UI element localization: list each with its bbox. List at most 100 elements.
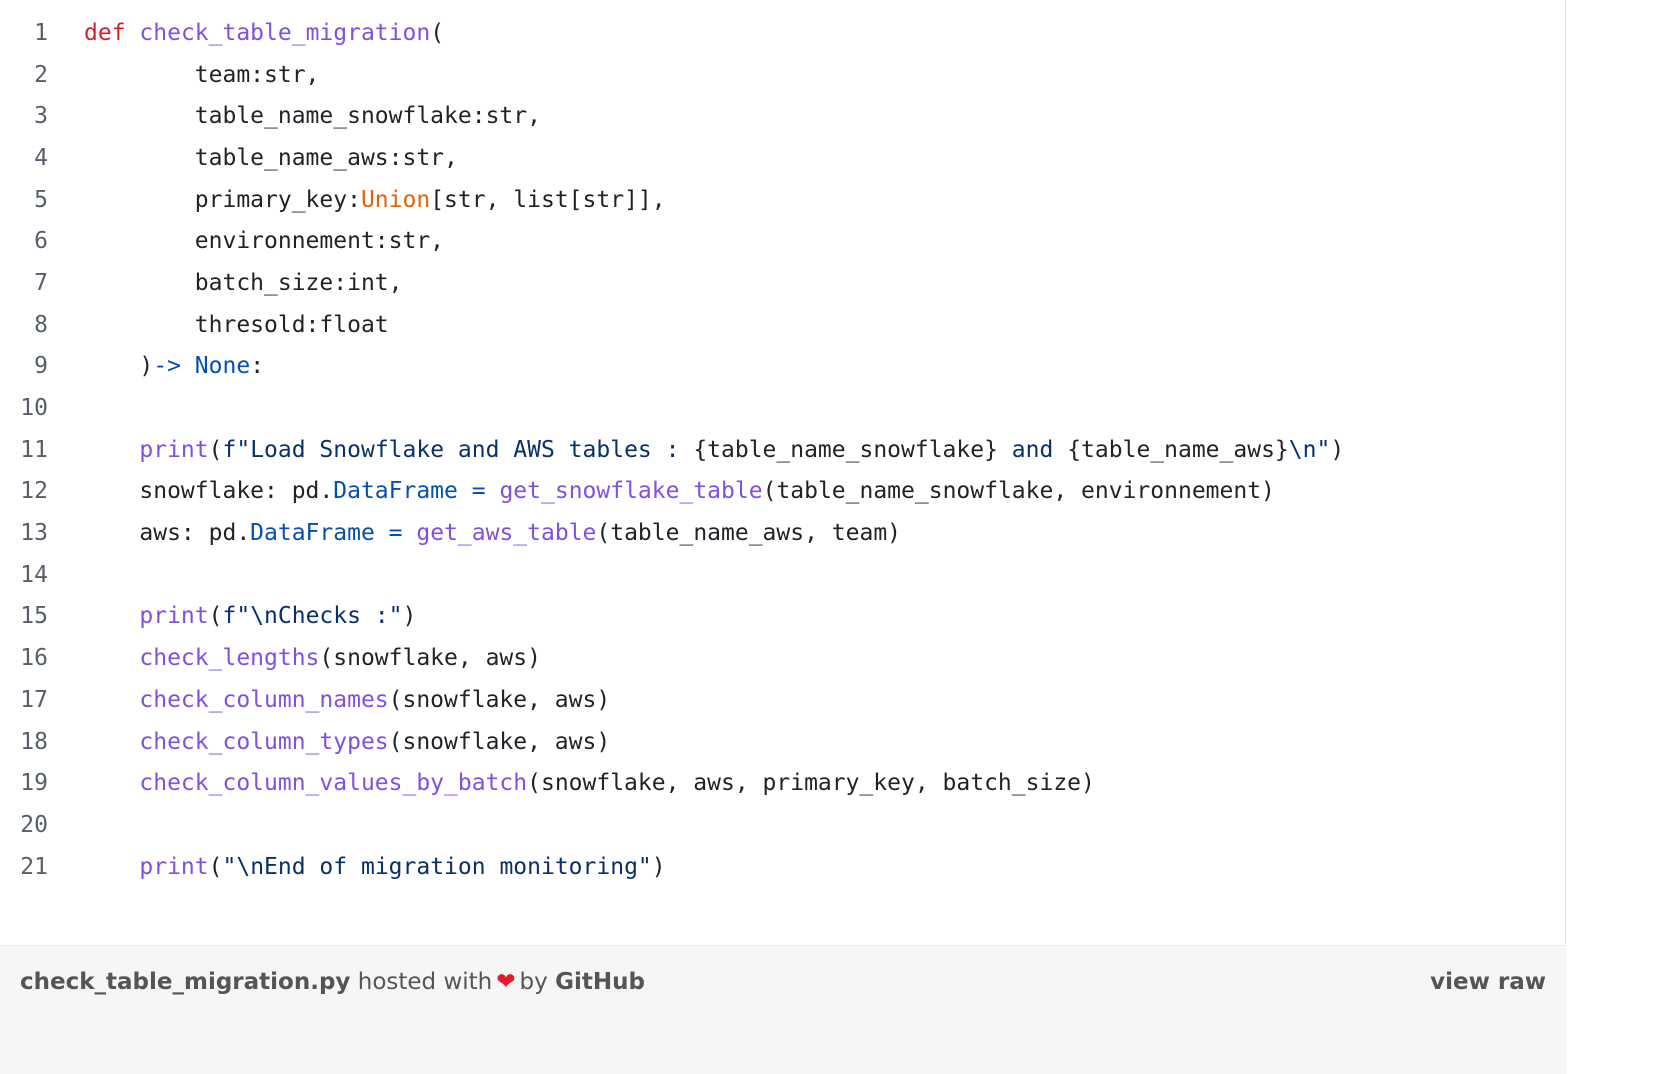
code-token: thresold:float — [84, 311, 389, 338]
line-number[interactable]: 8 — [34, 311, 48, 338]
code-line: 17 check_column_names(snowflake, aws) — [0, 679, 1566, 721]
line-number[interactable]: 5 — [34, 186, 48, 213]
code-token: print — [139, 436, 209, 463]
code-token: check_column_types — [139, 728, 389, 755]
code-text: environnement:str, — [84, 228, 444, 254]
code-token: \n" — [1288, 436, 1331, 463]
code-token: DataFrame — [333, 478, 458, 505]
code-token: : — [250, 353, 265, 380]
code-token: = — [388, 520, 403, 547]
line-number[interactable]: 6 — [34, 228, 48, 255]
code-text: team:str, — [84, 62, 320, 88]
heart-icon: ❤ — [496, 969, 516, 995]
code-token: (snowflake, aws, primary_key, batch_size… — [527, 770, 1095, 797]
code-line: 19 check_column_values_by_batch(snowflak… — [0, 762, 1566, 804]
code-token: (table_name_snowflake, environnement) — [762, 478, 1275, 505]
code-token: def — [84, 19, 126, 46]
code-token: [str, list[str]], — [430, 186, 666, 213]
code-line: 21 print("\nEnd of migration monitoring"… — [0, 846, 1566, 888]
code-token — [84, 687, 139, 713]
code-token: DataFrame — [250, 520, 375, 547]
line-number[interactable]: 11 — [20, 436, 48, 463]
code-line: 15 print(f"\nChecks :") — [0, 596, 1566, 638]
code-token: check_column_names — [139, 686, 389, 713]
code-token: (snowflake, aws) — [319, 645, 541, 672]
code-token: snowflake: pd. — [84, 478, 334, 505]
code-block: 1 def check_table_migration( 2 team:str, 3 … — [0, 12, 1566, 887]
code-line: 3 table_name_snowflake:str, — [0, 95, 1566, 137]
code-token: and — [997, 436, 1068, 463]
code-line: 18 check_column_types(snowflake, aws) — [0, 721, 1566, 763]
view-raw-link[interactable]: view raw — [1430, 969, 1546, 995]
code-token: (snowflake, aws) — [388, 686, 611, 713]
line-number[interactable]: 14 — [20, 561, 48, 588]
code-line: 6 environnement:str, — [0, 220, 1566, 262]
line-number[interactable]: 9 — [34, 353, 48, 380]
code-token: ( — [208, 436, 223, 463]
hosted-with-text: hosted with — [357, 969, 493, 995]
code-token: print — [139, 853, 209, 880]
code-token: (table_name_aws, team) — [596, 520, 902, 547]
code-token: {table_name_snowflake} — [693, 436, 998, 463]
code-token — [126, 20, 140, 46]
code-line: 16 check_lengths(snowflake, aws) — [0, 637, 1566, 679]
code-line: 4 table_name_aws:str, — [0, 137, 1566, 179]
line-number[interactable]: 19 — [20, 770, 48, 797]
line-number[interactable]: 7 — [34, 269, 48, 296]
code-token: -> — [153, 353, 195, 380]
code-token: print — [139, 603, 209, 630]
filename-link[interactable]: check_table_migration.py — [20, 969, 351, 995]
by-text: by — [519, 969, 548, 995]
line-number[interactable]: 15 — [20, 603, 48, 630]
code-text: check_lengths(snowflake, aws) — [84, 645, 541, 671]
code-token: {table_name_aws} — [1067, 436, 1289, 463]
line-number[interactable]: 16 — [20, 645, 48, 672]
code-token: table_name_snowflake:str, — [84, 103, 541, 130]
line-number[interactable]: 12 — [20, 478, 48, 505]
code-text: print(f"\nChecks :") — [84, 603, 416, 629]
code-line: 1 def check_table_migration( — [0, 12, 1566, 54]
code-token: aws: pd. — [84, 520, 251, 547]
code-token: ( — [208, 853, 223, 880]
gist-embed: 1 def check_table_migration( 2 team:str, 3 … — [0, 0, 1566, 1074]
line-number[interactable]: 2 — [34, 61, 48, 88]
code-token: f"\nChecks :" — [222, 603, 403, 630]
line-number[interactable]: 21 — [20, 853, 48, 880]
line-number[interactable]: 1 — [34, 19, 48, 46]
code-token — [84, 729, 139, 755]
code-line: 14 — [0, 554, 1566, 596]
line-number[interactable]: 3 — [34, 103, 48, 130]
code-token — [486, 478, 500, 504]
code-text: snowflake: pd.DataFrame = get_snowflake_… — [84, 478, 1275, 504]
code-token: f"Load Snowflake and AWS tables : — [222, 436, 694, 463]
code-text: def check_table_migration( — [84, 20, 444, 46]
code-token — [458, 478, 472, 504]
code-token: primary_key: — [84, 186, 361, 213]
code-line: 10 — [0, 387, 1566, 429]
code-token — [375, 520, 389, 546]
code-line: 11 print(f"Load Snowflake and AWS tables… — [0, 429, 1566, 471]
gist-footer: check_table_migration.py hosted with ❤ b… — [0, 945, 1566, 1074]
code-token: ) — [1330, 436, 1345, 463]
line-number[interactable]: 10 — [20, 395, 48, 422]
line-number[interactable]: 4 — [34, 144, 48, 171]
line-number[interactable]: 13 — [20, 520, 48, 547]
code-token: check_lengths — [139, 645, 320, 672]
code-text: )-> None: — [84, 353, 264, 379]
gist-meta: check_table_migration.py hosted with ❤ b… — [20, 966, 645, 998]
line-number[interactable]: 17 — [20, 686, 48, 713]
code-text: print("\nEnd of migration monitoring") — [84, 853, 665, 880]
code-text: check_column_values_by_batch(snowflake, … — [84, 770, 1095, 797]
code-token: Union — [360, 186, 431, 213]
code-token — [84, 603, 139, 629]
code-token: (snowflake, aws) — [388, 728, 611, 755]
line-number[interactable]: 18 — [20, 728, 48, 755]
line-number[interactable]: 20 — [20, 811, 48, 838]
code-line: 5 primary_key:Union[str, list[str]], — [0, 179, 1566, 221]
code-token — [84, 437, 139, 463]
code-token: None — [194, 353, 251, 380]
code-text: batch_size:int, — [84, 270, 403, 296]
code-token: ) — [84, 353, 154, 380]
github-link[interactable]: GitHub — [555, 969, 645, 995]
code-text: print(f"Load Snowflake and AWS tables : … — [84, 437, 1344, 463]
